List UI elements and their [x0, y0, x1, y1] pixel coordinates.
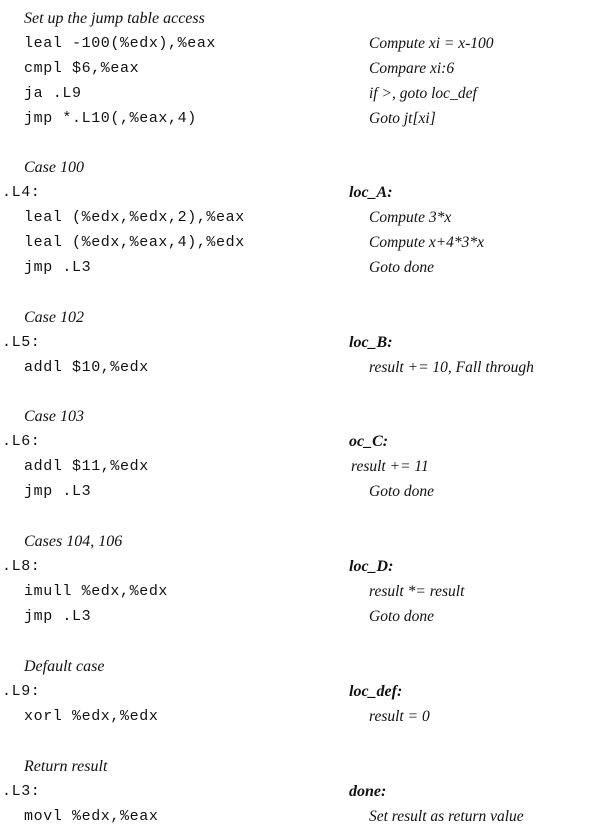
comment-line: Goto jt[xi] [369, 110, 436, 127]
comment-line: result = 0 [369, 708, 430, 725]
section-heading: Case 100 [24, 159, 84, 176]
section-heading: Case 102 [24, 309, 84, 326]
c-label: loc_def: [349, 683, 403, 700]
section-heading: Case 103 [24, 408, 84, 425]
asm-label: .L9: [2, 683, 41, 700]
code-line: leal (%edx,%eax,4),%edx [24, 234, 245, 251]
code-line: cmpl $6,%eax [24, 60, 140, 77]
section-heading: Return result [24, 758, 108, 775]
comment-line: Set result as return value [369, 808, 524, 825]
code-line: movl %edx,%eax [24, 808, 159, 825]
code-line: jmp .L3 [24, 259, 92, 276]
c-label: oc_C: [349, 433, 389, 450]
comment-line: if >, goto loc_def [369, 85, 477, 102]
code-line: jmp *.L10(,%eax,4) [24, 110, 197, 127]
comment-line: result *= result [369, 583, 465, 600]
asm-label: .L5: [2, 334, 41, 351]
code-line: ja .L9 [24, 85, 82, 102]
comment-line: result += 11 [351, 458, 429, 475]
asm-label: .L6: [2, 433, 41, 450]
asm-label: .L4: [2, 184, 41, 201]
code-line: jmp .L3 [24, 608, 92, 625]
code-line: leal (%edx,%edx,2),%eax [24, 209, 245, 226]
section-heading: Set up the jump table access [24, 10, 205, 27]
code-line: jmp .L3 [24, 483, 92, 500]
comment-line: Goto done [369, 483, 435, 500]
code-line: addl $11,%edx [24, 458, 149, 475]
asm-label: .L8: [2, 558, 41, 575]
comment-line: result += 10, Fall through [369, 359, 534, 376]
comment-line: Goto done [369, 259, 435, 276]
section-heading: Default case [24, 658, 105, 675]
comment-line: Compare xi:6 [369, 60, 455, 77]
c-label: loc_A: [349, 184, 393, 201]
code-line: leal -100(%edx),%eax [24, 35, 217, 52]
code-line: imull %edx,%edx [24, 583, 169, 600]
c-label: loc_D: [349, 558, 394, 575]
code-line: xorl %edx,%edx [24, 708, 159, 725]
code-line: addl $10,%edx [24, 359, 149, 376]
comment-line: Compute x+4*3*x [369, 234, 485, 251]
comment-line: Compute 3*x [369, 209, 452, 226]
comment-line: Goto done [369, 608, 435, 625]
asm-label: .L3: [2, 783, 41, 800]
c-label: done: [349, 783, 387, 800]
c-label: loc_B: [349, 334, 393, 351]
section-heading: Cases 104, 106 [24, 533, 123, 550]
comment-line: Compute xi = x-100 [369, 35, 494, 52]
